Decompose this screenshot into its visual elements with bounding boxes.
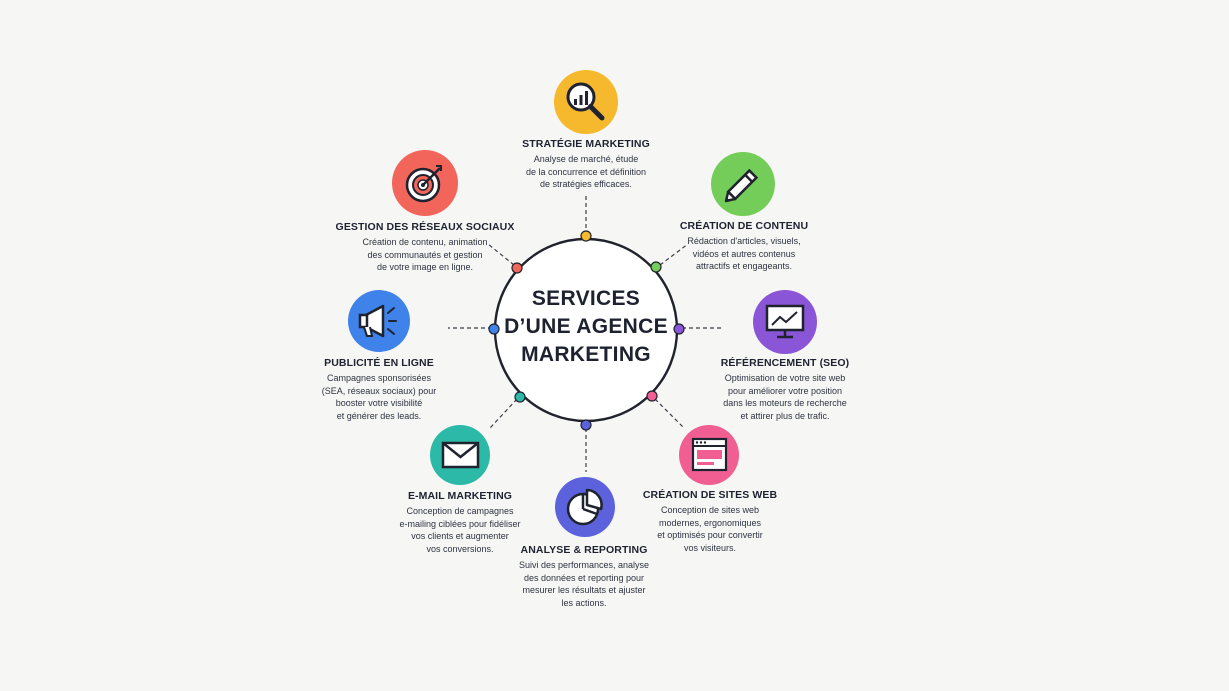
service-description: Optimisation de votre site web pour amél… — [723, 373, 847, 421]
service-title: RÉFÉRENCEMENT (SEO) — [720, 357, 850, 369]
node-analyse — [580, 419, 592, 431]
megaphone-icon — [348, 290, 410, 352]
monitor-chart-icon — [753, 290, 817, 354]
connector-contenu — [659, 243, 689, 266]
service-title: E-MAIL MARKETING — [407, 490, 513, 502]
connector-sites — [654, 398, 685, 429]
hub-title-line-3: MARKETING — [521, 343, 651, 366]
pie-chart-icon — [555, 477, 615, 537]
service-description: Suivi des performances, analyse des donn… — [518, 560, 650, 608]
service-email: E-MAIL MARKETING Conception de campagnes… — [370, 490, 550, 555]
service-title: STRATÉGIE MARKETING — [522, 138, 650, 150]
service-description: Analyse de marché, étude de la concurren… — [525, 154, 647, 189]
service-title: CRÉATION DE SITES WEB — [642, 489, 778, 501]
node-pub — [488, 323, 500, 335]
hub-nodes — [488, 230, 685, 431]
service-description: Conception de sites web modernes, ergono… — [657, 505, 763, 553]
service-social: GESTION DES RÉSEAUX SOCIAUX Création de … — [320, 221, 530, 274]
node-seo — [673, 323, 685, 335]
service-description: Création de contenu, animation des commu… — [362, 237, 488, 272]
service-title: CRÉATION DE CONTENU — [679, 220, 809, 232]
node-sites — [646, 390, 658, 402]
service-description: Campagnes sponsorisées (SEA, réseaux soc… — [321, 373, 437, 421]
service-description: Conception de campagnes e-mailing ciblée… — [399, 506, 521, 554]
service-sites: CRÉATION DE SITES WEB Conception de site… — [620, 489, 800, 554]
node-social — [511, 262, 523, 274]
service-contenu: CRÉATION DE CONTENU Rédaction d'articles… — [654, 220, 834, 273]
magnifier-chart-icon — [554, 70, 618, 134]
hub-title-line-1: SERVICES — [531, 287, 641, 310]
node-contenu — [650, 261, 662, 273]
target-icon — [392, 150, 458, 216]
service-analyse: ANALYSE & REPORTING Suivi des performanc… — [494, 544, 674, 609]
node-strategie — [580, 230, 592, 242]
node-email — [514, 391, 526, 403]
service-strategie: STRATÉGIE MARKETING Analyse de marché, é… — [486, 138, 686, 191]
service-seo: RÉFÉRENCEMENT (SEO) Optimisation de votr… — [695, 357, 875, 422]
connector-social — [487, 243, 515, 266]
service-title: PUBLICITÉ EN LIGNE — [324, 357, 434, 369]
connector-email — [489, 398, 518, 429]
service-title: GESTION DES RÉSEAUX SOCIAUX — [335, 221, 515, 233]
hub-title-line-2: D’UNE AGENCE — [504, 315, 668, 338]
service-pub: PUBLICITÉ EN LIGNE Campagnes sponsorisée… — [289, 357, 469, 422]
pencil-icon — [711, 152, 775, 216]
service-description: Rédaction d'articles, visuels, vidéos et… — [687, 236, 801, 271]
browser-window-icon — [679, 425, 739, 485]
service-title: ANALYSE & REPORTING — [520, 544, 648, 556]
hub-title: SERVICES D’UNE AGENCE MARKETING — [496, 285, 676, 369]
envelope-icon — [430, 425, 490, 485]
connector-lines — [448, 196, 722, 472]
